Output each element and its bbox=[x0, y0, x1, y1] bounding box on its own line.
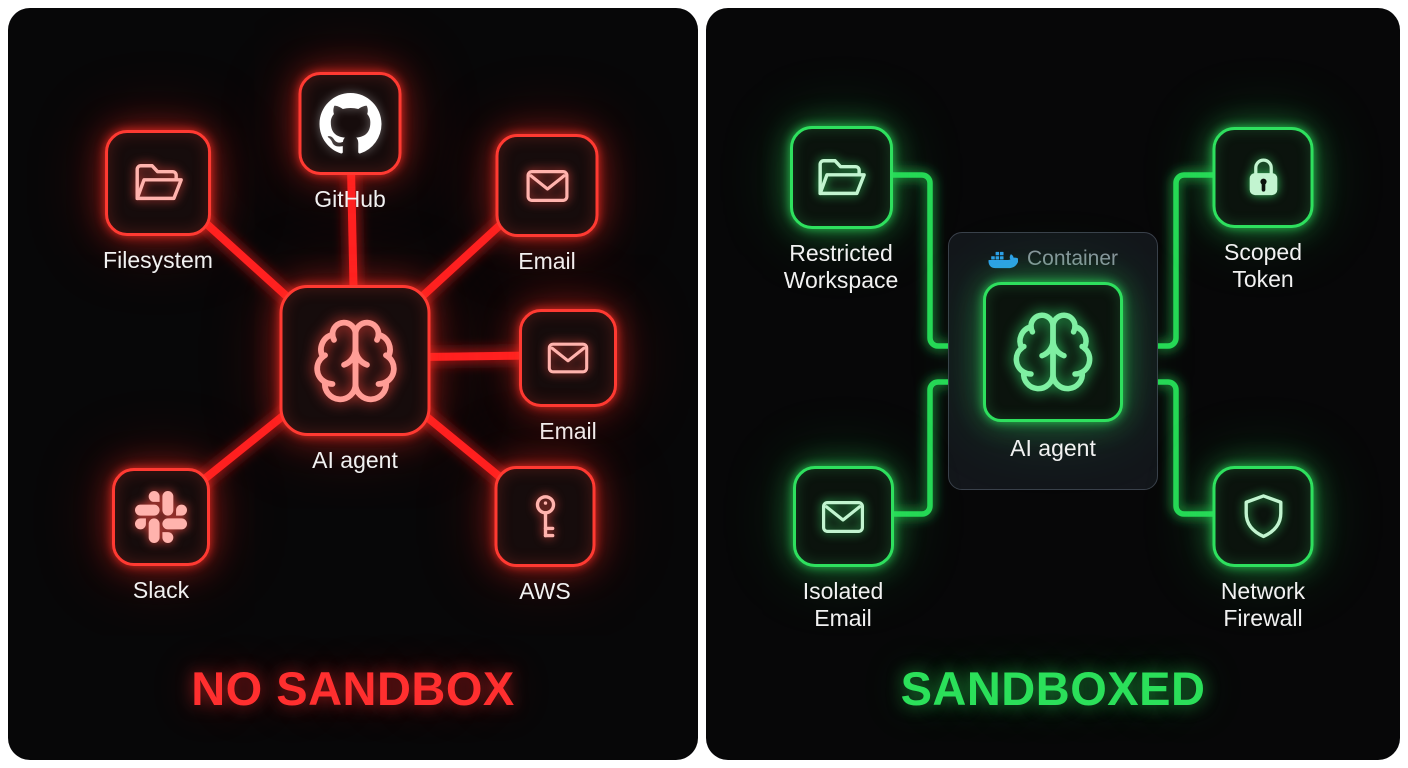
node-label: Email bbox=[518, 248, 576, 274]
sandboxed-panel: Restricted Workspace Scoped Token bbox=[706, 8, 1400, 760]
node-box bbox=[494, 466, 596, 567]
node-label: GitHub bbox=[314, 186, 386, 212]
node-label: Isolated Email bbox=[802, 578, 884, 631]
node-email-top: Email bbox=[495, 134, 599, 275]
key-icon bbox=[518, 490, 572, 544]
container-box: Container AI age bbox=[948, 232, 1158, 490]
node-scoped-token: Scoped Token bbox=[1195, 127, 1332, 292]
node-box bbox=[298, 72, 402, 175]
node-aws: AWS bbox=[494, 466, 596, 605]
brain-icon bbox=[309, 315, 401, 407]
node-network-firewall: Network Firewall bbox=[1195, 466, 1332, 631]
node-box bbox=[1212, 466, 1314, 567]
node-box bbox=[519, 309, 617, 407]
node-slack: Slack bbox=[112, 468, 210, 604]
envelope-icon bbox=[542, 332, 594, 384]
docker-icon bbox=[988, 248, 1018, 270]
node-label: Scoped Token bbox=[1223, 239, 1302, 292]
node-box bbox=[112, 468, 210, 566]
node-label: Email bbox=[539, 418, 597, 444]
node-box bbox=[105, 130, 211, 236]
agent-label: AI agent bbox=[312, 447, 398, 473]
node-box bbox=[789, 126, 893, 229]
agent-box bbox=[983, 282, 1123, 422]
lock-icon bbox=[1237, 152, 1289, 204]
no-sandbox-panel: Filesystem GitHub bbox=[8, 8, 698, 760]
node-label: Slack bbox=[132, 577, 190, 603]
folder-icon bbox=[812, 149, 870, 207]
node-filesystem: Filesystem bbox=[103, 130, 213, 274]
container-label: Container bbox=[1026, 247, 1119, 270]
envelope-icon bbox=[816, 490, 870, 544]
node-box bbox=[792, 466, 894, 567]
github-icon bbox=[319, 92, 381, 155]
brain-icon bbox=[1009, 308, 1097, 396]
node-ai-agent: AI agent bbox=[279, 285, 431, 474]
node-label: Restricted Workspace bbox=[783, 240, 899, 293]
agent-box bbox=[279, 285, 431, 436]
sandboxed-title: SANDBOXED bbox=[900, 662, 1206, 715]
green-connector-lines bbox=[887, 172, 1219, 517]
node-label: Network Firewall bbox=[1220, 578, 1306, 631]
node-label: AWS bbox=[519, 578, 571, 604]
node-box bbox=[495, 134, 599, 237]
no-sandbox-title: NO SANDBOX bbox=[191, 662, 515, 715]
shield-icon bbox=[1236, 490, 1290, 544]
folder-icon bbox=[129, 154, 187, 212]
node-isolated-email: Isolated Email bbox=[774, 466, 912, 631]
node-box bbox=[1212, 127, 1314, 228]
slack-icon bbox=[135, 491, 187, 543]
node-label: Filesystem bbox=[103, 247, 213, 273]
node-restricted-workspace: Restricted Workspace bbox=[772, 126, 910, 293]
container-header: Container bbox=[988, 247, 1118, 271]
envelope-icon bbox=[520, 159, 574, 213]
node-github: GitHub bbox=[298, 72, 402, 213]
node-email-right: Email bbox=[519, 309, 617, 445]
agent-label: AI agent bbox=[1010, 435, 1096, 461]
